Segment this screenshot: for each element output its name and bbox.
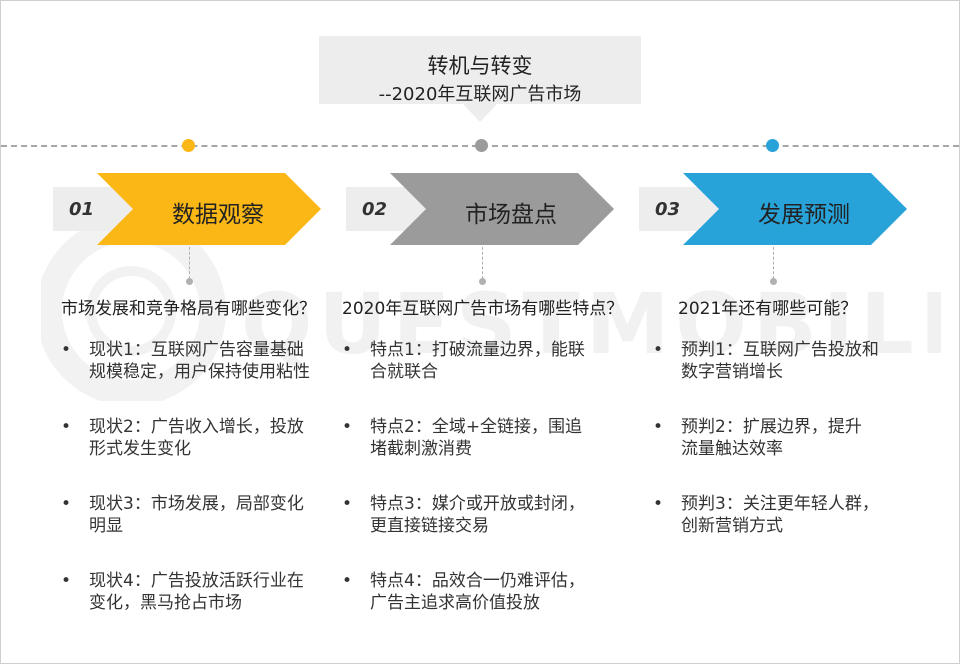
list-item: 预判3：关注更年轻人群，创新营销方式 (651, 493, 931, 570)
step-3-arrow-shape (639, 173, 907, 245)
step-3-number: 03 (655, 199, 681, 220)
step-1-question: 市场发展和竞争格局有哪些变化？ (61, 299, 316, 319)
step-1-connector (189, 247, 190, 279)
step-2-label: 市场盘点 (465, 202, 557, 228)
title-main: 转机与转变 (427, 54, 533, 78)
step-2-banner: 02 市场盘点 (346, 173, 616, 245)
step-3-label: 发展预测 (758, 202, 850, 228)
step-1-connector-dot (186, 278, 193, 285)
step-2-connector (482, 247, 483, 279)
step-1-banner: 01 数据观察 (53, 173, 323, 245)
step-3-connector (773, 247, 774, 279)
timeline-dot-yellow (182, 139, 195, 152)
step-3-connector-dot (770, 278, 777, 285)
step-2-question: 2020年互联网广告市场有哪些特点？ (342, 299, 624, 319)
step-2-connector-dot (479, 278, 486, 285)
list-item: 特点4：品效合一仍难评估，广告主追求高价值投放 (340, 570, 630, 647)
timeline-dot-blue (766, 139, 779, 152)
step-1-label: 数据观察 (172, 202, 264, 228)
step-2-number: 02 (362, 199, 388, 220)
step-3-question: 2021年还有哪些可能？ (678, 299, 858, 319)
title-box: 转机与转变 --2020年互联网广告市场 (319, 36, 641, 124)
list-item: 特点3：媒介或开放或封闭，更直接链接交易 (340, 493, 630, 570)
step-2-arrow-shape (346, 173, 614, 245)
step-1-number: 01 (69, 199, 95, 220)
step-3-banner: 03 发展预测 (639, 173, 909, 245)
timeline-dot-gray (475, 139, 488, 152)
step-1-arrow-shape (53, 173, 321, 245)
title-subtitle: --2020年互联网广告市场 (378, 84, 582, 105)
title-box-shape (319, 36, 641, 122)
